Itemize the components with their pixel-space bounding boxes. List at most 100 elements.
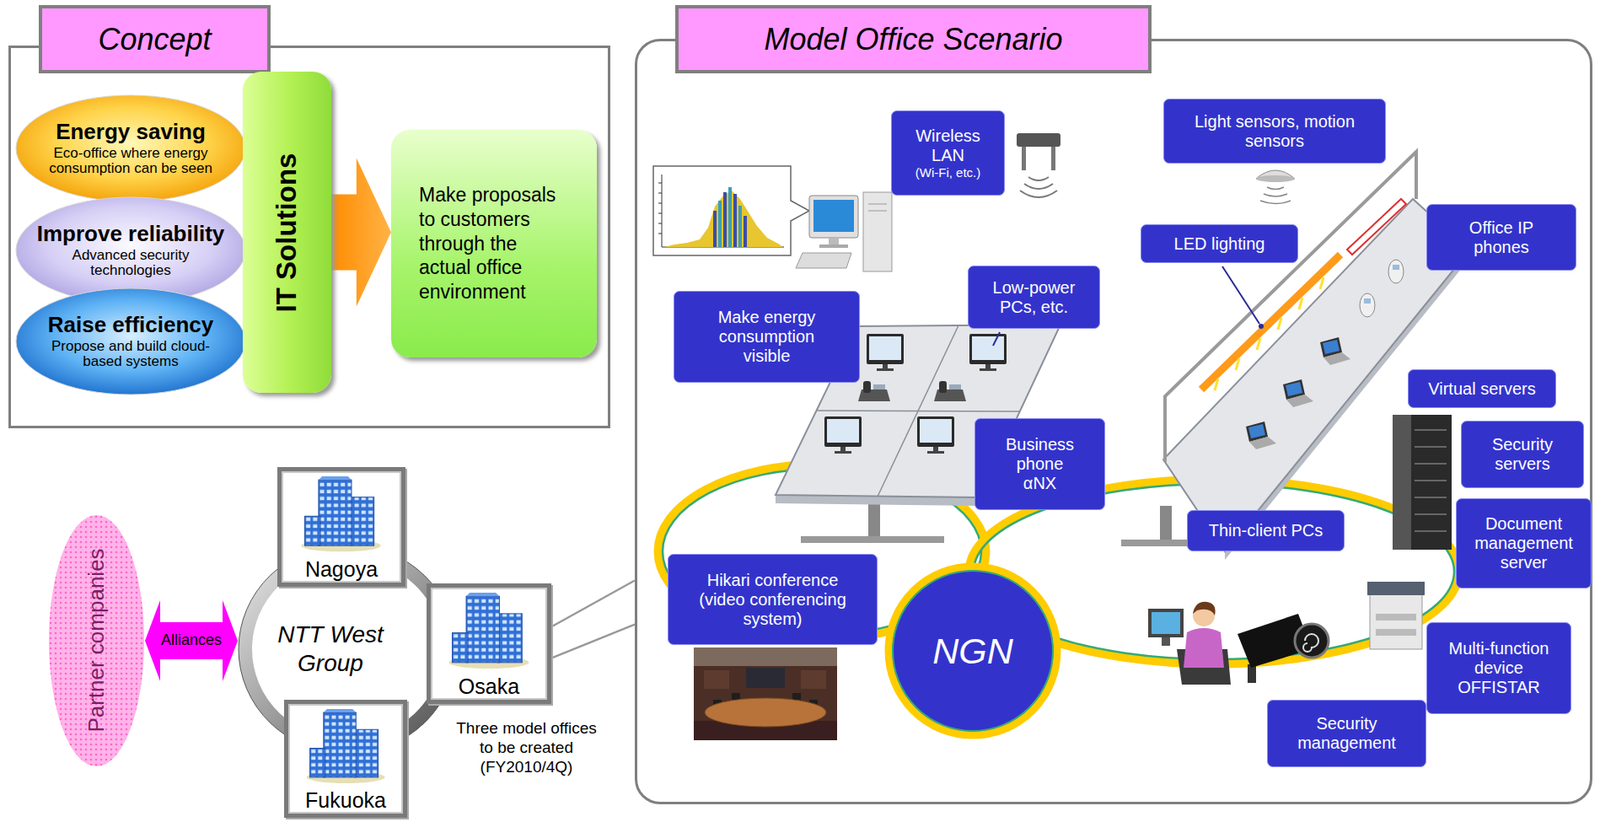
concept-text: Propose and build cloud-based systems <box>46 338 215 371</box>
free-address-desk <box>1285 381 1303 397</box>
energy-chart <box>658 182 662 234</box>
server-rack <box>1392 414 1412 550</box>
concept-text: Eco-office where energy consumption can … <box>46 145 215 178</box>
building-icon <box>301 476 382 552</box>
desk-cluster <box>824 416 862 454</box>
free-address-desk <box>1245 421 1277 450</box>
group-label: NTT West Group <box>267 620 394 677</box>
free-address-desk <box>1165 151 1417 462</box>
callout-text: Business phone αNX <box>1002 434 1079 494</box>
server-rack <box>1414 429 1447 532</box>
callout-text: Light sensors, motion sensors <box>1177 112 1372 151</box>
solution-bar: IT Solutions <box>242 71 332 393</box>
desk-cluster <box>834 451 852 454</box>
free-address-desk <box>1363 298 1371 304</box>
desktop-pc <box>813 199 854 232</box>
energy-chart <box>653 166 810 256</box>
feature-callout: Office IP phones <box>1426 204 1577 271</box>
title-tab: Model Office Scenario <box>675 5 1152 74</box>
free-address-desk <box>1249 436 1277 450</box>
desk-cluster <box>858 389 891 402</box>
free-address-desk <box>1214 277 1324 391</box>
security-operator <box>1148 601 1231 685</box>
energy-chart <box>713 210 717 247</box>
ell-outline <box>16 288 246 395</box>
conference-room-photo <box>704 697 827 727</box>
desktop-pc <box>795 252 852 269</box>
callout-text: Security servers <box>1476 434 1569 474</box>
wireless-access-point <box>1016 133 1061 147</box>
desk-cluster <box>969 333 1007 365</box>
security-operator <box>1151 612 1181 634</box>
feature-callout: Security servers <box>1460 420 1584 489</box>
server-rack <box>1392 414 1452 550</box>
ell-outline <box>16 197 246 304</box>
free-address-desk <box>1359 293 1375 317</box>
feature-callout: Thin-client PCs <box>1186 510 1345 552</box>
desk-cluster <box>917 416 955 447</box>
feature-callout: Document management server <box>1455 498 1592 589</box>
callout-text: Document management server <box>1462 514 1585 573</box>
callout-text: Security management <box>1292 714 1402 753</box>
desk-cluster <box>866 333 904 365</box>
desk-cluster <box>917 416 955 454</box>
feature-callout: LED lighting <box>1140 224 1299 264</box>
ngn-outline <box>892 570 1053 731</box>
title-tab: Concept <box>38 5 271 74</box>
free-address-desk <box>1159 505 1172 542</box>
free-address-desk <box>1283 379 1314 408</box>
callout-text: Low-power PCs, etc. <box>979 278 1090 317</box>
feature-callout: Business phone αNX <box>974 418 1106 511</box>
office-building: Fukuoka <box>284 699 408 818</box>
callout-text: Thin-client PCs <box>1194 520 1338 541</box>
energy-chart <box>653 166 810 256</box>
ceiling-sensor <box>1256 175 1295 183</box>
solution-label: IT Solutions <box>271 152 304 312</box>
desk-cluster <box>969 333 1007 371</box>
conference-room-photo <box>693 647 838 741</box>
energy-chart <box>664 190 783 247</box>
feature-callout: Security management <box>1267 699 1427 768</box>
desk-cluster <box>934 381 967 402</box>
building-icon <box>306 708 385 784</box>
callout-text: LED lighting <box>1148 234 1292 254</box>
feature-callout: Hikari conference (video conferencing sy… <box>667 553 878 645</box>
free-address-desk <box>1388 259 1404 284</box>
network-circle: NGN <box>883 561 1063 741</box>
free-address-desk <box>1322 339 1340 355</box>
zoom-line <box>551 579 635 627</box>
desk-cluster <box>800 536 945 543</box>
partner-ellipse: Partner companies <box>48 514 145 768</box>
note-label: Three model offices to be created (FY201… <box>452 719 601 777</box>
zoom-line <box>551 624 635 659</box>
ngn-outline <box>888 566 1058 736</box>
building-icon <box>290 474 392 553</box>
desk-cluster <box>858 381 891 402</box>
concept-ellipse: Raise efficiencyPropose and build cloud-… <box>15 287 247 396</box>
desk-cluster <box>824 416 862 447</box>
feature-callout: Light sensors, motion sensors <box>1163 98 1386 164</box>
concept-panel: ConceptEnergy savingEco-office where ene… <box>8 5 611 429</box>
free-address-desk <box>1201 254 1341 390</box>
conference-room-photo <box>703 670 730 689</box>
conference-room-photo <box>746 667 785 688</box>
callout-text: Multi-function device OFFISTAR <box>1439 638 1558 698</box>
free-address-desk <box>1388 259 1404 284</box>
leader-line <box>1258 323 1264 329</box>
panel-title: Concept <box>97 21 211 58</box>
callout-text: Office IP phones <box>1446 218 1557 258</box>
leader-line <box>993 332 1000 346</box>
wireless-access-point <box>1016 133 1061 198</box>
multi-function-printer <box>1369 594 1423 650</box>
desk-cluster <box>919 418 952 443</box>
note-holder: Three model offices to be created (FY201… <box>452 719 601 777</box>
free-address-desk <box>1392 264 1400 270</box>
ell-outline <box>16 95 246 202</box>
multi-function-printer <box>1375 613 1417 621</box>
double-arrow <box>144 600 238 682</box>
leader-line <box>1222 266 1260 324</box>
security-operator <box>1161 637 1171 646</box>
feature-callout: Wireless LAN(Wi-Fi, etc.) <box>891 110 1005 196</box>
edge-label: Alliances <box>159 631 224 650</box>
